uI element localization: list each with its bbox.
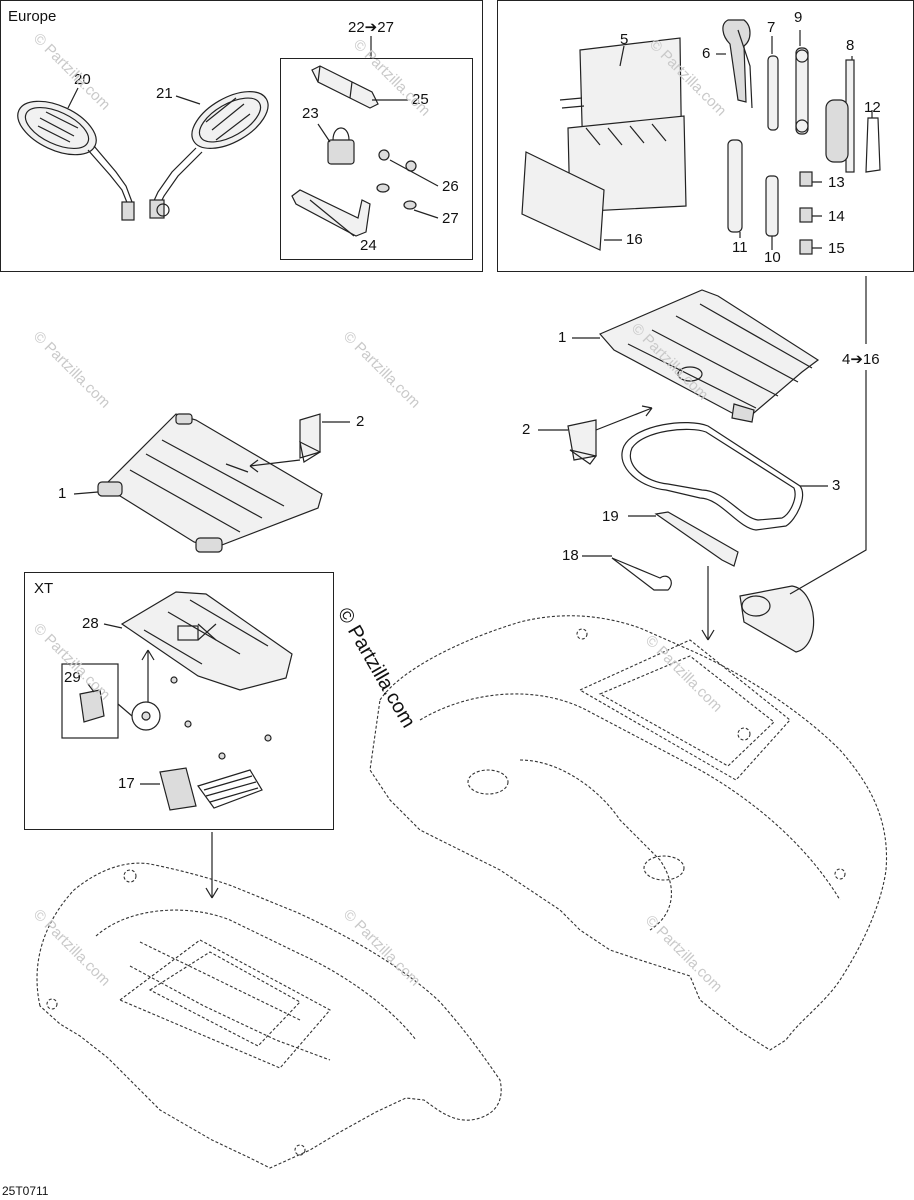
callout-26: 26 bbox=[442, 178, 459, 195]
mirror-left-drawing bbox=[17, 100, 135, 221]
callout-9: 9 bbox=[794, 9, 803, 26]
kit-range-label: 22➔27 bbox=[348, 19, 394, 36]
callout-8: 8 bbox=[846, 37, 855, 54]
callout-12: 12 bbox=[864, 99, 881, 116]
callout-28: 28 bbox=[82, 615, 99, 632]
callout-1-left: 1 bbox=[58, 485, 67, 502]
callout-7: 7 bbox=[767, 19, 776, 36]
tool-group-range-label: 4➔16 bbox=[842, 351, 880, 368]
right-rack-drawing bbox=[567, 289, 820, 653]
callout-14: 14 bbox=[828, 208, 845, 225]
callout-21: 21 bbox=[156, 85, 173, 102]
callout-5: 5 bbox=[620, 31, 629, 48]
callout-29: 29 bbox=[64, 669, 81, 686]
callout-20: 20 bbox=[74, 71, 91, 88]
callout-23: 23 bbox=[302, 105, 319, 122]
callout-15: 15 bbox=[828, 240, 845, 257]
left-fender-drawing bbox=[36, 862, 502, 1169]
left-rack-drawing bbox=[97, 413, 323, 553]
kit-inset-box bbox=[280, 58, 473, 260]
drawing-code: 25T0711 bbox=[2, 1184, 49, 1198]
callout-18: 18 bbox=[562, 547, 579, 564]
callout-25: 25 bbox=[412, 91, 429, 108]
callout-3: 3 bbox=[832, 477, 841, 494]
callout-19: 19 bbox=[602, 508, 619, 525]
europe-panel bbox=[0, 0, 483, 272]
callout-17: 17 bbox=[118, 775, 135, 792]
callout-1-right: 1 bbox=[558, 329, 567, 346]
callout-2-right: 2 bbox=[522, 421, 531, 438]
callout-2-left: 2 bbox=[356, 413, 365, 430]
tool-kit-drawing bbox=[521, 19, 881, 255]
xt-panel bbox=[24, 572, 334, 830]
callout-24: 24 bbox=[360, 237, 377, 254]
callout-27: 27 bbox=[442, 210, 459, 227]
europe-title: Europe bbox=[8, 8, 57, 25]
callout-6: 6 bbox=[702, 45, 711, 62]
leader-lines bbox=[67, 30, 873, 899]
callout-13: 13 bbox=[828, 174, 845, 191]
right-fender-drawing bbox=[369, 615, 888, 1051]
mirror-right-drawing bbox=[149, 91, 269, 219]
xt-title: XT bbox=[34, 580, 54, 597]
callout-11: 11 bbox=[732, 239, 748, 256]
callout-16: 16 bbox=[626, 231, 643, 248]
callout-10: 10 bbox=[764, 249, 781, 266]
